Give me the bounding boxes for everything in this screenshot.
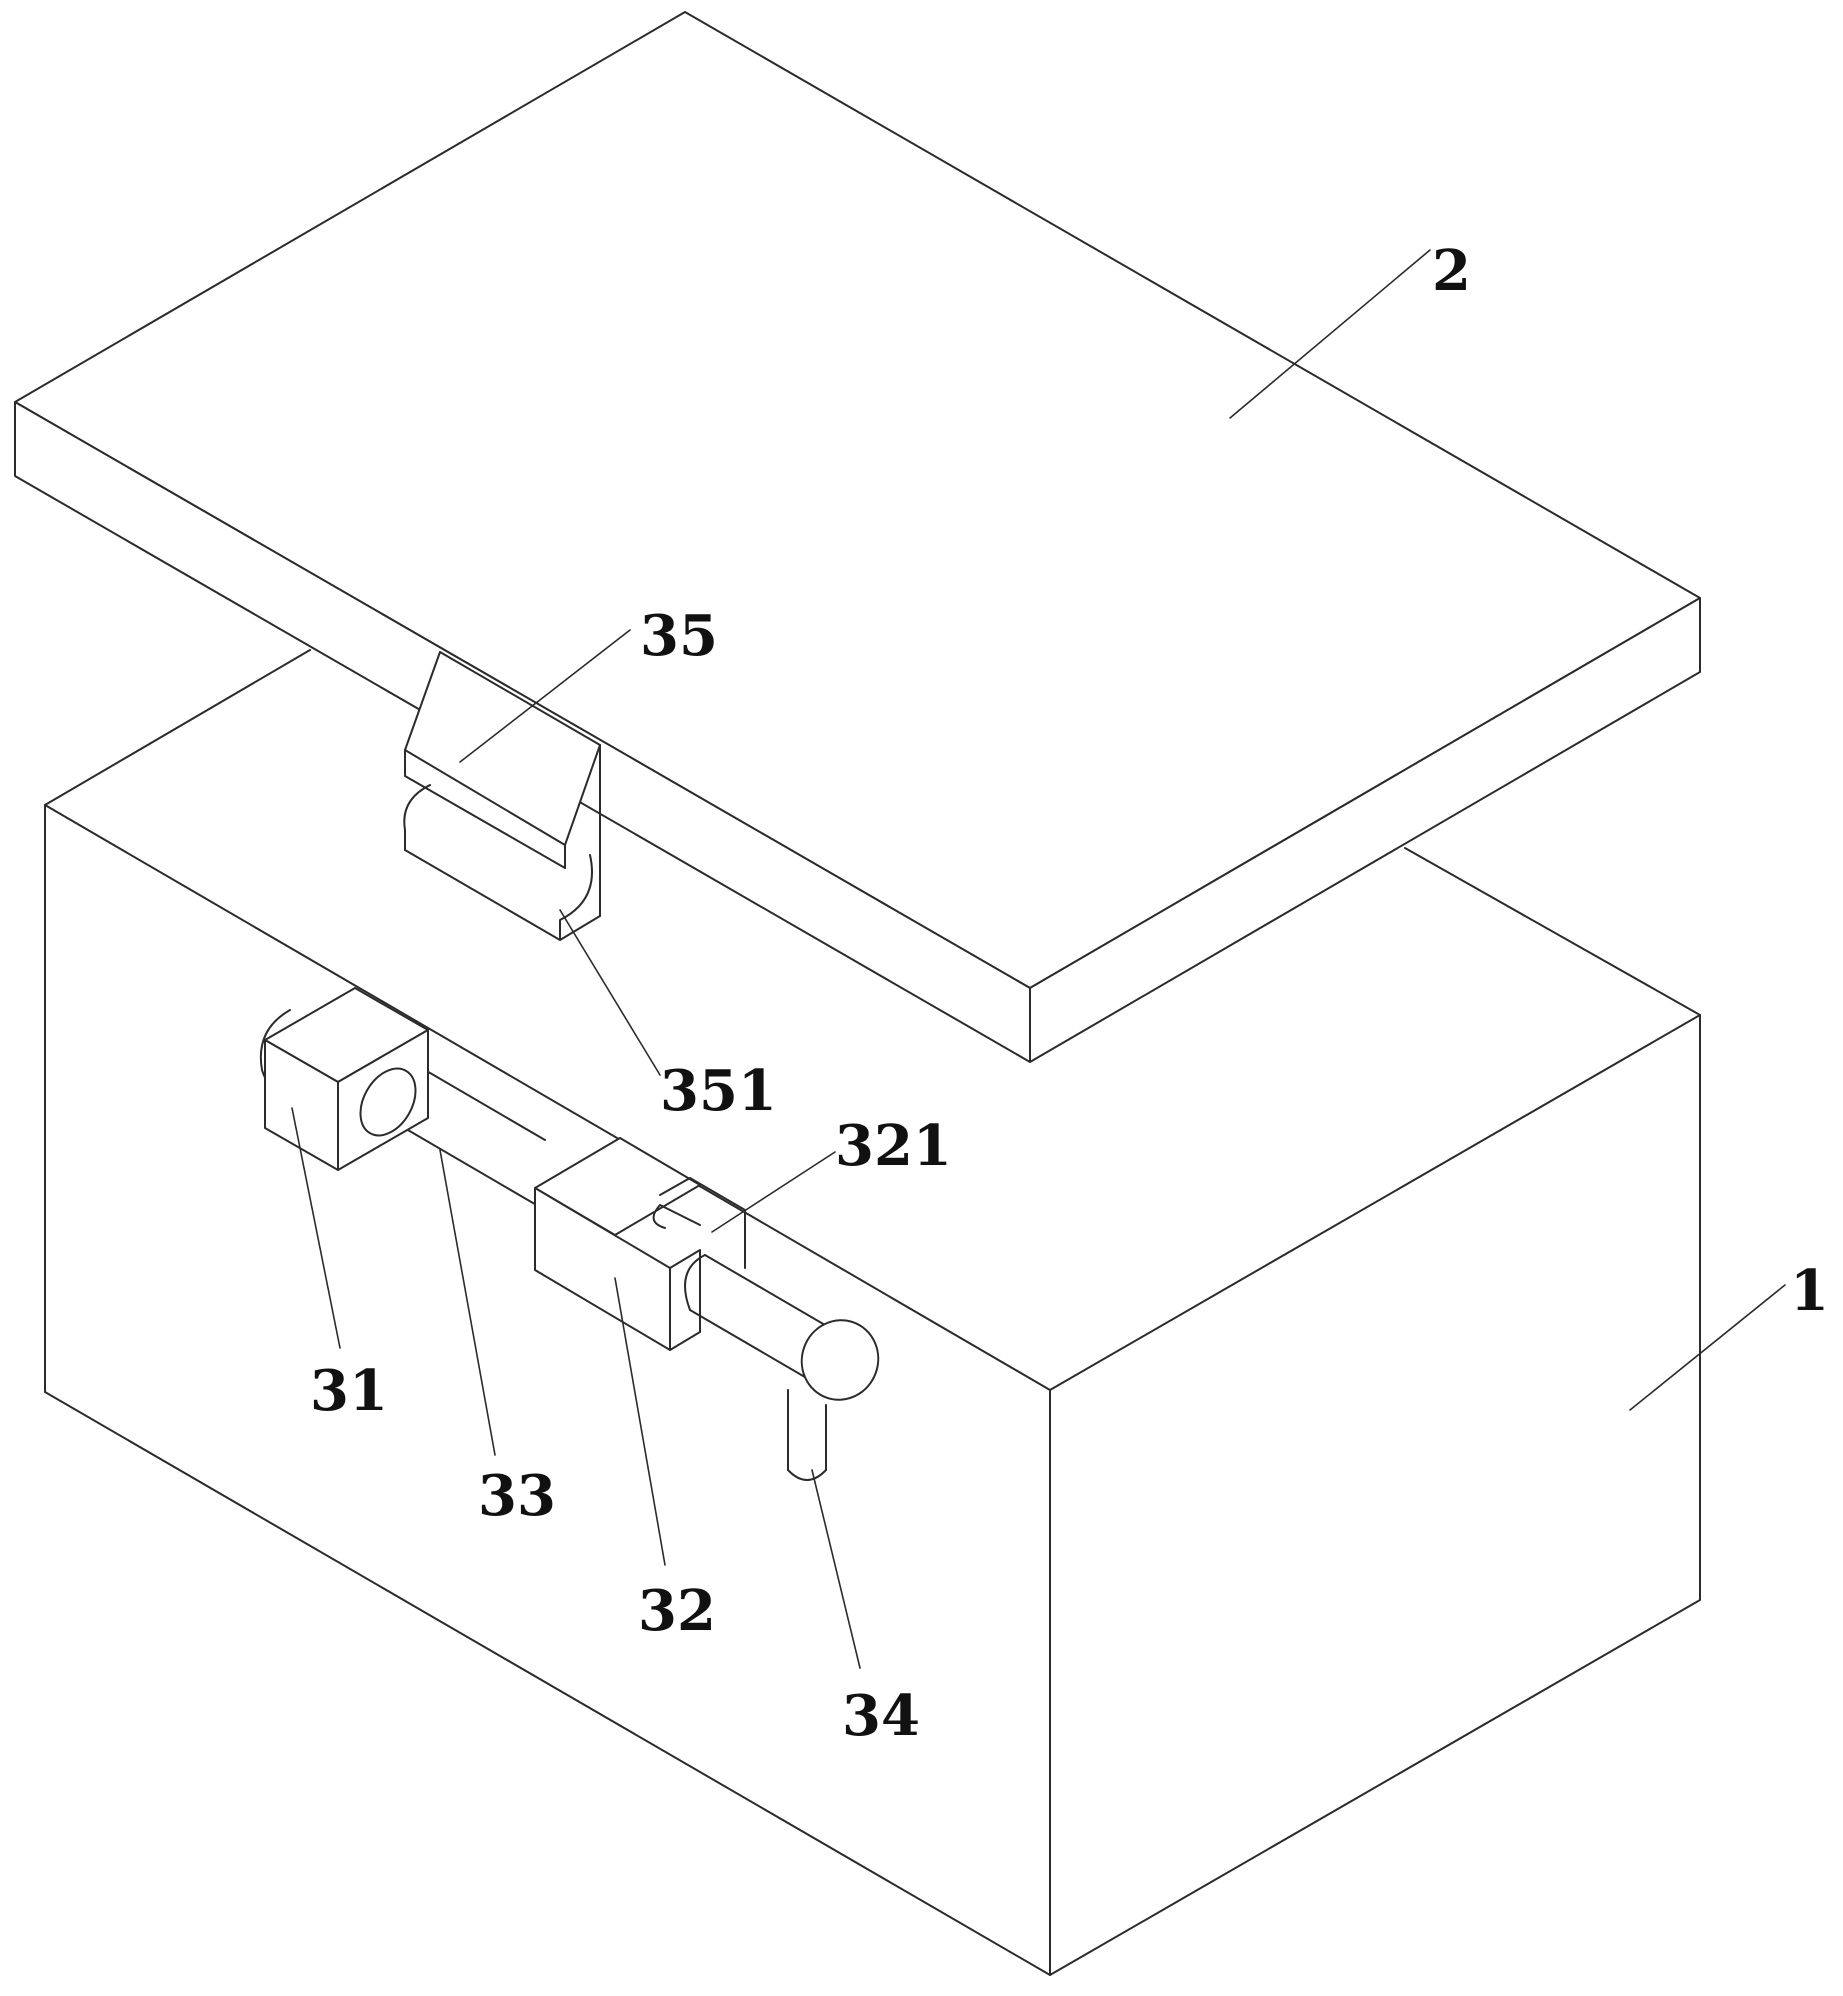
leader-lines xyxy=(291,249,1786,1669)
label-351: 351 xyxy=(660,1058,777,1124)
lid xyxy=(14,11,1701,1063)
hook-upper-lip xyxy=(404,749,566,869)
block-31 xyxy=(259,987,429,1171)
leader-1 xyxy=(1629,1284,1786,1411)
handle-lever-tip xyxy=(787,1469,827,1481)
leader-33 xyxy=(439,1149,496,1456)
block-32-slot-321 xyxy=(659,1177,746,1269)
block-31-side xyxy=(337,1029,429,1171)
box-side-face xyxy=(1049,1014,1701,1976)
label-31: 31 xyxy=(310,1358,388,1424)
label-32: 32 xyxy=(638,1578,716,1644)
hook-bottom-edge xyxy=(559,915,601,941)
leader-35 xyxy=(459,629,631,763)
handle-shaft-cap xyxy=(800,1319,880,1401)
box-top-right-edge xyxy=(1404,847,1701,1016)
hook-groove-outline xyxy=(403,784,593,941)
leader-34 xyxy=(811,1469,861,1669)
hook-35 xyxy=(403,651,601,941)
leader-321 xyxy=(711,1151,836,1233)
block-31-bore xyxy=(359,1067,417,1137)
block-32 xyxy=(534,1137,746,1351)
label-34: 34 xyxy=(842,1683,920,1749)
leader-32 xyxy=(614,1277,666,1566)
leader-31 xyxy=(291,1107,341,1349)
handle-shaft-upper xyxy=(704,1254,826,1326)
handle-34 xyxy=(684,1254,880,1481)
box-top-left-edge xyxy=(44,649,311,806)
block-32-slot-curve xyxy=(652,1204,701,1229)
handle-shaft-end xyxy=(684,1254,706,1311)
label-33: 33 xyxy=(478,1463,556,1529)
lid-side-edge xyxy=(1029,597,1701,1063)
block-32-side xyxy=(669,1249,701,1351)
box-body xyxy=(44,649,1701,1976)
rod-upper-edge xyxy=(424,1069,546,1141)
handle-shaft-lower xyxy=(689,1309,811,1381)
leader-2 xyxy=(1229,249,1431,419)
label-35: 35 xyxy=(640,603,718,669)
reference-numerals: 2 35 351 321 1 31 33 32 34 xyxy=(310,238,1829,1749)
leader-351 xyxy=(559,909,661,1076)
lid-top-face xyxy=(14,11,1701,989)
label-1: 1 xyxy=(1790,1258,1829,1324)
label-2: 2 xyxy=(1432,238,1471,304)
label-321: 321 xyxy=(835,1113,952,1179)
